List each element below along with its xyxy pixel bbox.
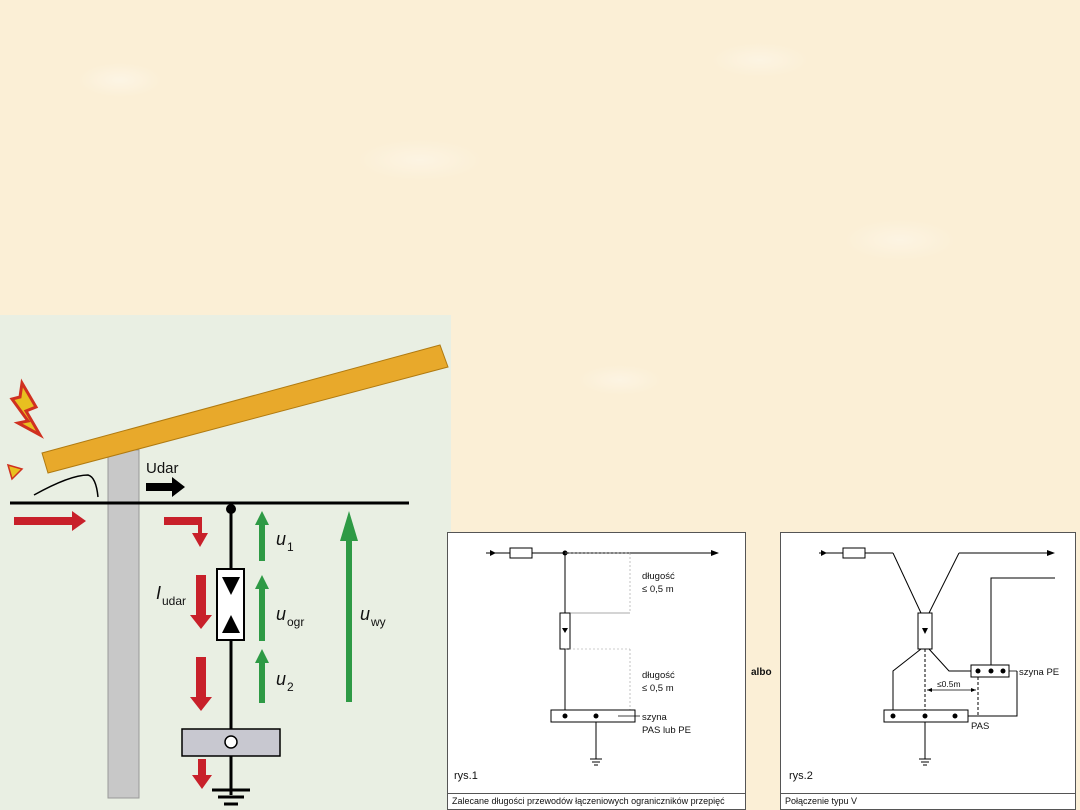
red-arrow-down-3 — [192, 759, 212, 789]
uogr-sub: ogr — [287, 615, 304, 629]
fig1-bus-node-2 — [593, 713, 599, 719]
uwy-label: u — [360, 604, 370, 624]
fig2-branch-left — [892, 648, 922, 715]
green-arrow-uogr — [255, 575, 269, 641]
u2-label: u — [276, 669, 286, 689]
fig2-arrow-in-icon — [821, 550, 827, 556]
ground-bar — [181, 728, 281, 757]
pole — [107, 449, 140, 799]
fig2-pe-label: szyna PE — [1019, 667, 1059, 678]
fig2-v-right — [928, 552, 960, 614]
figure-1-svg: długość ≤ 0,5 m długość ≤ 0,5 m szyna PA… — [454, 547, 719, 782]
fig1-ground-icon — [590, 758, 602, 766]
fig2-distance-label: ≤0.5m — [937, 679, 961, 689]
fig2-ground-icon — [919, 758, 931, 766]
red-arrow-down-2 — [190, 657, 212, 711]
u1-sub: 1 — [287, 540, 294, 554]
fig2-pas-node-2 — [922, 713, 928, 719]
albo-label: albo — [751, 667, 772, 678]
lightning-arrow-icon — [6, 463, 24, 481]
fig2-pas-node-3 — [952, 713, 958, 719]
fig1-arrow-in-icon — [490, 550, 496, 556]
fig2-arrow-out-icon — [1047, 550, 1055, 556]
fig2-pe-node-1 — [975, 668, 981, 674]
ground-symbol-icon — [212, 788, 250, 806]
udar-label: Udar — [146, 460, 179, 477]
fig1-fuse — [509, 547, 533, 559]
fig2-branch-right — [928, 648, 973, 672]
fig1-bus-node-1 — [562, 713, 568, 719]
fig1-bus-label-2: PAS lub PE — [642, 725, 691, 736]
green-arrow-uwy — [340, 511, 358, 702]
udar-arrow-icon — [146, 477, 185, 497]
uwy-sub: wy — [370, 615, 386, 629]
fig1-length-value-1: ≤ 0,5 m — [642, 584, 674, 595]
u1-label: u — [276, 529, 286, 549]
fig2-pe-feed — [990, 577, 1055, 671]
figure-2-svg: szyna PE ≤0.5m PAS rys.2 — [789, 547, 1059, 782]
figure-1: długość ≤ 0,5 m długość ≤ 0,5 m szyna PA… — [447, 532, 746, 810]
fig2-caption: Połączenie typu V — [781, 793, 1075, 809]
u2-sub: 2 — [287, 680, 294, 694]
figure-2: szyna PE ≤0.5m PAS rys.2 Połączenie typu… — [780, 532, 1076, 810]
fig1-caption: Zalecane długości przewodów łączeniowych… — [448, 793, 745, 809]
green-arrow-u2 — [255, 649, 269, 703]
fig2-pe-node-3 — [1000, 668, 1006, 674]
red-bent-arrow — [164, 517, 208, 547]
fig2-fuse — [842, 547, 866, 559]
ground-junction — [224, 735, 238, 749]
fig2-arrester-mark — [922, 628, 928, 634]
surge-arrester-diagram: Udar I udar u 1 u — [0, 315, 451, 810]
fig2-distance-arrow-left — [927, 688, 932, 692]
fig1-length-label-1: długość — [642, 571, 675, 582]
roof-beam — [41, 344, 449, 474]
fig1-label: rys.1 — [454, 770, 478, 782]
surge-diagram-svg: Udar I udar u 1 u — [6, 344, 449, 806]
arrester-triangle-up — [222, 615, 240, 633]
fig2-v-left — [892, 552, 922, 614]
fig2-pas-to-pe — [968, 671, 1018, 717]
arrester-triangle-down — [222, 577, 240, 595]
surge-waveform — [33, 474, 99, 498]
fig1-length-value-2: ≤ 0,5 m — [642, 683, 674, 694]
red-arrow-left — [14, 511, 86, 531]
fig2-distance-arrow-right — [971, 688, 976, 692]
fig2-pas-node-1 — [890, 713, 896, 719]
fig2-pas-label: PAS — [971, 721, 989, 732]
fig1-length-label-2: długość — [642, 670, 675, 681]
fig1-bus-label-1: szyna — [642, 712, 668, 723]
uogr-label: u — [276, 604, 286, 624]
junction-dot — [226, 504, 236, 514]
i-udar-sub: udar — [162, 594, 186, 608]
i-udar-label: I — [156, 583, 161, 603]
green-arrow-u1 — [255, 511, 269, 561]
fig1-arrester-mark — [562, 628, 568, 633]
fig2-label: rys.2 — [789, 770, 813, 782]
fig2-pe-node-2 — [988, 668, 994, 674]
red-arrow-down-1 — [190, 575, 212, 629]
lightning-icon — [9, 378, 45, 439]
